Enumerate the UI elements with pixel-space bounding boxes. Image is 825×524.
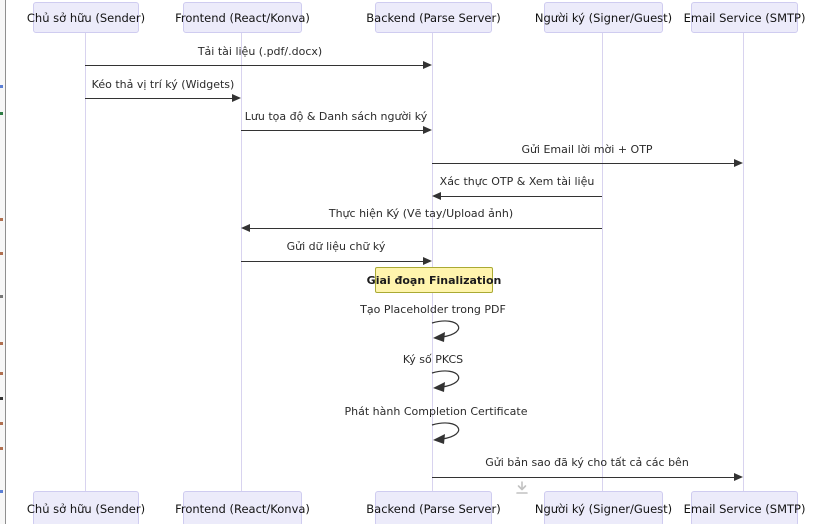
message-line <box>241 130 430 131</box>
code-fragment <box>0 422 3 425</box>
self-loop-arrow-icon <box>431 422 460 444</box>
message-save-coordinates-label: Lưu tọa độ & Danh sách người ký <box>244 110 428 123</box>
message-send-invite-email-label: Gửi Email lời mời + OTP <box>521 143 653 156</box>
message-line <box>85 65 430 66</box>
message-line <box>243 228 602 229</box>
arrowhead-right-icon <box>232 94 241 102</box>
code-fragment <box>0 342 3 345</box>
lifeline-signer <box>602 33 603 491</box>
message-drag-sign-widgets-label: Kéo thả vị trí ký (Widgets) <box>91 78 235 91</box>
message-verify-otp-label: Xác thực OTP & Xem tài liệu <box>439 175 595 188</box>
self-message-completion-certificate-label: Phát hành Completion Certificate <box>344 405 528 418</box>
actor-email-top: Email Service (SMTP) <box>684 2 805 33</box>
arrowhead-right-icon <box>734 159 743 167</box>
lifeline-sender <box>85 33 86 491</box>
arrowhead-right-icon <box>423 257 432 265</box>
message-upload-document-label: Tải tài liệu (.pdf/.docx) <box>197 45 323 58</box>
editor-panel-edge <box>0 0 6 524</box>
message-line <box>432 477 741 478</box>
message-send-signed-copies-label: Gửi bản sao đã ký cho tất cả các bên <box>485 456 689 469</box>
actor-label: Email Service (SMTP) <box>683 10 806 25</box>
message-perform-signing-label: Thực hiện Ký (Vẽ tay/Upload ảnh) <box>328 207 514 220</box>
message-line <box>85 98 239 99</box>
arrowhead-right-icon <box>423 126 432 134</box>
message-send-signature-data-label: Gửi dữ liệu chữ ký <box>286 240 386 253</box>
actor-signer-bottom: Người ký (Signer/Guest) <box>535 491 672 524</box>
code-fragment <box>0 85 3 88</box>
self-message-pkcs-sign-label: Ký số PKCS <box>402 353 464 366</box>
actor-email-bottom: Email Service (SMTP) <box>684 491 805 524</box>
arrowhead-left-icon <box>241 224 250 232</box>
actor-sender-bottom: Chủ sở hữu (Sender) <box>27 491 145 524</box>
self-message-create-placeholder-label: Tạo Placeholder trong PDF <box>360 303 506 316</box>
actor-label: Người ký (Signer/Guest) <box>534 10 673 25</box>
actor-sender-top: Chủ sở hữu (Sender) <box>27 2 145 33</box>
code-fragment <box>0 295 3 298</box>
arrowhead-right-icon <box>734 473 743 481</box>
message-line <box>434 196 602 197</box>
code-fragment <box>0 372 3 375</box>
code-fragment <box>0 218 3 221</box>
download-icon[interactable] <box>513 479 531 497</box>
arrowhead-left-icon <box>432 192 441 200</box>
note-finalization: Giai đoạn Finalization <box>367 267 501 293</box>
note-label: Giai đoạn Finalization <box>366 273 502 287</box>
code-fragment <box>0 490 3 493</box>
lifeline-backend <box>432 33 433 491</box>
actor-signer-top: Người ký (Signer/Guest) <box>535 2 672 33</box>
code-fragment <box>0 112 3 115</box>
self-loop-arrow-icon <box>431 320 460 342</box>
actor-label: Backend (Parse Server) <box>366 501 501 516</box>
lifeline-email <box>743 33 744 491</box>
actor-label: Chủ sở hữu (Sender) <box>26 10 146 25</box>
code-fragment <box>0 447 3 450</box>
actor-backend-top: Backend (Parse Server) <box>366 2 501 33</box>
actor-label: Email Service (SMTP) <box>683 501 806 516</box>
self-loop-arrow-icon <box>431 370 460 392</box>
message-line <box>241 261 430 262</box>
code-fragment <box>0 252 3 255</box>
code-fragment <box>0 397 3 400</box>
actor-label: Frontend (React/Konva) <box>175 501 310 516</box>
actor-backend-bottom: Backend (Parse Server) <box>366 491 501 524</box>
actor-label: Backend (Parse Server) <box>366 10 501 25</box>
actor-frontend-bottom: Frontend (React/Konva) <box>175 491 310 524</box>
actor-frontend-top: Frontend (React/Konva) <box>175 2 310 33</box>
arrowhead-right-icon <box>423 61 432 69</box>
lifeline-frontend <box>241 33 242 491</box>
message-line <box>432 163 741 164</box>
actor-label: Frontend (React/Konva) <box>175 10 310 25</box>
actor-label: Chủ sở hữu (Sender) <box>26 501 146 516</box>
actor-label: Người ký (Signer/Guest) <box>534 501 673 516</box>
